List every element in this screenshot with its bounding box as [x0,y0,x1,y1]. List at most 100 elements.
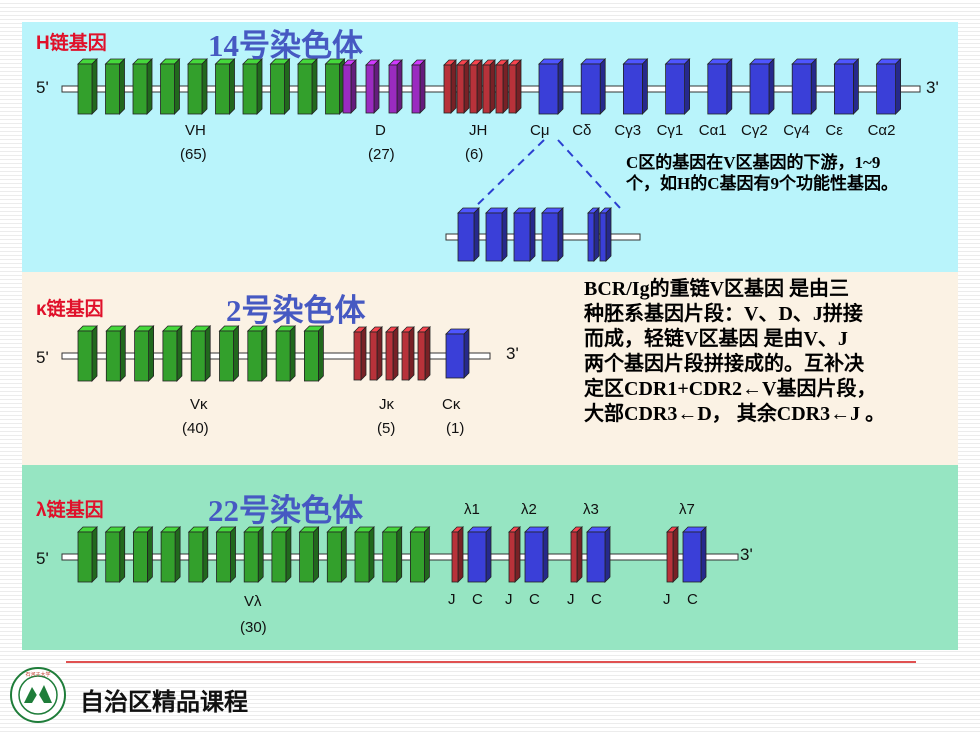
vl-segment [354,526,375,583]
jk-count: (5) [377,420,396,437]
vh-segment [159,58,181,115]
c-segment [664,58,691,115]
vl-label: Vλ [244,593,262,610]
lambda-cluster-name: λ2 [521,501,537,518]
lambda-cluster-name: λ3 [583,501,599,518]
vh-label: VH [185,122,206,139]
kappa-note-line-2: 种胚系基因片段：V、D、J拼接 [584,303,863,325]
jk-segment [369,326,383,381]
heavy-chain-panel: H链基因 14号染色体 5' 3' VH (65) D (27) JH (6) … [22,22,958,272]
heavy-chain-diagram [61,58,921,262]
c-segment [622,58,649,115]
jh-label: JH [469,122,488,139]
vk-segment [190,325,212,382]
kappa-note-line-6: 大部CDR3←D， 其余CDR3←J 。 [584,403,886,425]
kappa-chain-diagram [61,325,491,382]
c-segment [538,58,564,115]
jk-segment [401,326,415,381]
logo-text: 石河子大学 [25,671,50,678]
kappa-chromosome-title: 2号染色体 [226,293,366,328]
lambda-j-segment [451,526,464,583]
kappa-five-prime: 5' [36,348,49,367]
lambda-c-label: C [687,591,698,608]
kappa-chain-label: κ链基因 [36,299,104,320]
c-segment [875,58,902,115]
vk-segment [246,325,268,382]
lambda-c-segment [524,526,549,583]
vk-segment [303,325,325,382]
vh-segment [324,58,346,115]
vk-segment [161,325,183,382]
vk-count: (40) [182,420,209,437]
vl-segment [381,526,403,583]
lambda-j-segment [666,526,679,583]
jk-segment [353,326,367,381]
kappa-three-prime: 3' [506,344,519,363]
constant-gene-label: Cγ3 [614,122,642,139]
kappa-note-line-1: BCR/Ig的重链V区基因 是由三 [584,278,850,300]
c-segment [791,58,818,115]
c-mu-exon-small [599,207,612,262]
vh-segment [104,58,126,115]
kappa-note-line-4: 两个基因片段拼接成的。互补决 [584,353,864,375]
lambda-j-segment [570,526,583,583]
vh-segment [132,58,153,115]
c-mu-exon [457,207,480,262]
lambda-c-segment [682,526,707,583]
constant-gene-label: Cγ1 [656,122,684,139]
heavy-chromosome-title: 14号染色体 [208,28,363,63]
jk-segment [417,326,431,381]
constant-gene-label: Cα1 [698,122,727,139]
vk-segment [218,325,240,382]
jh-segment [495,59,509,114]
vl-segment [326,526,348,583]
c-segment [580,58,607,115]
lambda-cluster-name: λ1 [464,501,480,518]
constant-gene-label: Cδ [572,122,592,139]
lambda-five-prime: 5' [36,549,49,568]
lambda-j-segment [508,526,521,583]
vl-segment [298,526,320,583]
jh-segment [443,59,457,114]
footer-divider [66,661,916,663]
c-segment [706,58,733,115]
d-segment [342,59,357,114]
vk-segment [105,325,127,382]
lambda-chromosome-title: 22号染色体 [208,493,363,528]
kappa-note-line-3: 而成，轻链V区基因 是由V、J [584,328,848,350]
vl-segment [215,526,237,583]
constant-gene-label: Cγ4 [783,122,810,139]
d-segment [411,59,426,114]
vl-count: (30) [240,619,267,636]
jh-segment [456,59,470,114]
heavy-note-line-1: C区的基因在V区基因的下游，1~9 [626,153,881,172]
c-segment [833,58,860,115]
course-title: 自治区精品课程 [80,688,248,716]
lambda-c-label: C [591,591,602,608]
vl-segment [270,526,292,583]
vl-segment [77,526,98,583]
constant-gene-label: Cμ [530,122,550,139]
expansion-line-right [557,139,621,209]
vk-segment [275,325,297,382]
constant-gene-label: Cγ2 [741,122,768,139]
vl-segment [160,526,182,583]
c-mu-exon [541,207,564,262]
vl-segment [187,526,209,583]
kappa-note: BCR/Ig的重链V区基因 是由三 种胚系基因片段：V、D、J拼接 而成，轻链V… [584,277,885,427]
d-segment [365,59,380,114]
c-mu-exon-small [587,207,600,262]
d-count: (27) [368,146,395,163]
vh-segment [269,58,291,115]
lambda-j-label: J [663,591,671,608]
lambda-cluster-name: λ7 [679,501,695,518]
lambda-c-segment [586,526,611,583]
lambda-chain-label: λ链基因 [36,500,104,521]
vk-segment [133,325,155,382]
university-logo-icon: 石河子大学 [10,667,66,723]
vk-segment [77,325,98,382]
lambda-j-label: J [448,591,456,608]
lambda-three-prime: 3' [740,545,753,564]
vl-segment [243,526,265,583]
heavy-five-prime: 5' [36,78,49,97]
